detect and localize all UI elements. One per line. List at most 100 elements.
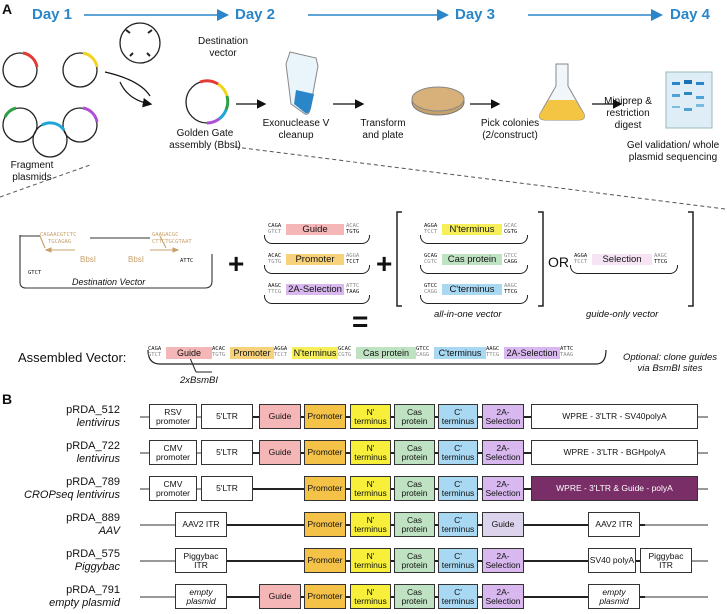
assembled-part-0: Guide — [166, 347, 212, 359]
assembled-overhang-2: TAAG — [560, 352, 574, 358]
fragment-label: C'terminus — [442, 284, 502, 295]
assembled-part-5: 2A-Selection — [504, 347, 560, 359]
fragment-right-overhang: AAGC — [654, 253, 668, 259]
construct-segment: N' terminus — [350, 512, 391, 537]
construct-type: lentivirus — [76, 453, 120, 465]
fragment-right-overhang-2: TAAG — [346, 289, 360, 295]
construct-segment: N' terminus — [350, 476, 391, 501]
assembled-overhang: GCAC — [338, 346, 352, 352]
day-2-label: Day 2 — [235, 6, 276, 23]
fragment-left-overhang: ACAC — [268, 253, 282, 259]
step-golden-gate: Golden Gate assembly (BbsI) — [169, 128, 241, 151]
fragment-right-overhang: AGGA — [346, 253, 360, 259]
construct-segment: Promoter — [304, 440, 346, 465]
construct-segment: Piggybac ITR — [640, 548, 692, 573]
fragment-left-overhang: GTCC — [424, 283, 438, 289]
construct-segment: CMV promoter — [149, 476, 197, 501]
construct-segment: Cas protein — [394, 440, 435, 465]
construct-segment: Guide — [259, 440, 301, 465]
fragment-right-overhang-2: CAGG — [504, 259, 518, 265]
fragment-label: Selection — [592, 254, 652, 265]
fragment-backbone — [264, 295, 370, 304]
fragment-right-overhang-2: TCCT — [346, 259, 360, 265]
panel-letter-b: B — [2, 391, 13, 407]
dest-vector-caption: Destination Vector — [72, 277, 146, 287]
fragment-backbone — [420, 295, 528, 304]
fragment-label: N'terminus — [442, 224, 502, 235]
fragment-right-overhang-2: CGTG — [504, 229, 518, 235]
construct-segment: 2A-Selection — [482, 548, 524, 573]
dest-seq-top2: GAAGACGC — [152, 232, 179, 238]
fragment-left-overhang: CAGA — [268, 223, 282, 229]
construct-segment: RSV promoter — [149, 404, 197, 429]
assembled-part-2: N'terminus — [292, 347, 338, 359]
fragment-label: Cas protein — [442, 254, 502, 265]
step-exonuclease: Exonuclease V cleanup — [262, 118, 330, 141]
construct-segment: SV40 polyA — [588, 548, 636, 573]
assembled-overhang-2: TTCG — [486, 352, 500, 358]
fragment-left-overhang: AGGA — [574, 253, 588, 259]
construct-type: CROPseq lentivirus — [24, 489, 120, 501]
dest-right-overhang: ATTC — [180, 258, 194, 264]
construct-id: pRDA_789 — [66, 476, 120, 488]
fragment-left-overhang-2: TCCT — [424, 229, 438, 235]
construct-id: pRDA_512 — [66, 404, 120, 416]
construct-segment: 2A-Selection — [482, 584, 524, 609]
construct-segment: AAV2 ITR — [175, 512, 227, 537]
fragment-right-overhang: GCAC — [504, 223, 518, 229]
bbsi-label-left: BbsI — [80, 255, 97, 264]
day-1-label: Day 1 — [32, 6, 73, 23]
dest-seq-top: CAGAACGTCTC — [40, 232, 77, 238]
construct-segment: WPRE - 3'LTR & Guide - polyA — [531, 476, 698, 501]
fragment-right-overhang: GTCC — [504, 253, 518, 259]
construct-id: pRDA_722 — [66, 440, 120, 452]
fragment-left-overhang-2: GTCT — [268, 229, 282, 235]
equals-sign: = — [352, 306, 369, 337]
or-label: OR — [548, 254, 569, 270]
construct-type: lentivirus — [76, 417, 120, 429]
fragment-right-overhang-2: TTCG — [504, 289, 518, 295]
construct-segment: N' terminus — [350, 404, 391, 429]
assembled-plasmid-icon — [185, 79, 230, 125]
assembled-overhang: CAGA — [148, 346, 162, 352]
construct-segment: 5'LTR — [201, 440, 253, 465]
construct-id: pRDA_575 — [66, 548, 120, 560]
construct-segment: Promoter — [304, 512, 346, 537]
optional-note: Optional: clone guides via BsmBI sites — [622, 352, 717, 374]
assembled-vector-label: Assembled Vector: — [18, 350, 127, 365]
assembled-part-3: Cas protein — [356, 347, 416, 359]
construct-segment: N' terminus — [350, 440, 391, 465]
assembled-part-1: Promoter — [230, 347, 274, 359]
construct-segment: Promoter — [304, 404, 346, 429]
fragment-backbone — [570, 265, 678, 274]
step-miniprep: Miniprep & restriction digest — [604, 96, 652, 131]
construct-segment: C' terminus — [438, 584, 478, 609]
destination-vector-detail — [19, 235, 213, 289]
fragment-left-overhang-2: CGTC — [424, 259, 438, 265]
bbsi-arrows — [44, 247, 180, 253]
construct-segment: Guide — [259, 584, 301, 609]
step-transform: Transform and plate — [360, 118, 406, 141]
construct-segment: N' terminus — [350, 584, 391, 609]
petri-dish-icon — [411, 86, 465, 116]
construct-segment: Cas protein — [394, 584, 435, 609]
construct-segment: 2A-Selection — [482, 404, 524, 429]
day-4-label: Day 4 — [670, 6, 711, 23]
plus-2: + — [376, 248, 393, 279]
construct-type: empty plasmid — [49, 597, 120, 609]
dest-seq-bot2: CTTCTGCGTAAT — [152, 239, 192, 245]
construct-segment: empty plasmid — [175, 584, 227, 609]
fragment-right-overhang: ACAC — [346, 223, 360, 229]
construct-segment: 2A-Selection — [482, 476, 524, 501]
assembled-overhang-2: GTCT — [148, 352, 162, 358]
assembled-overhang-2: CGTG — [338, 352, 352, 358]
construct-segment: Guide — [259, 404, 301, 429]
assembled-overhang: ACAC — [212, 346, 226, 352]
dest-left-overhang: GTCT — [28, 270, 42, 276]
fragment-plasmids-label: Fragment plasmids — [10, 160, 54, 183]
